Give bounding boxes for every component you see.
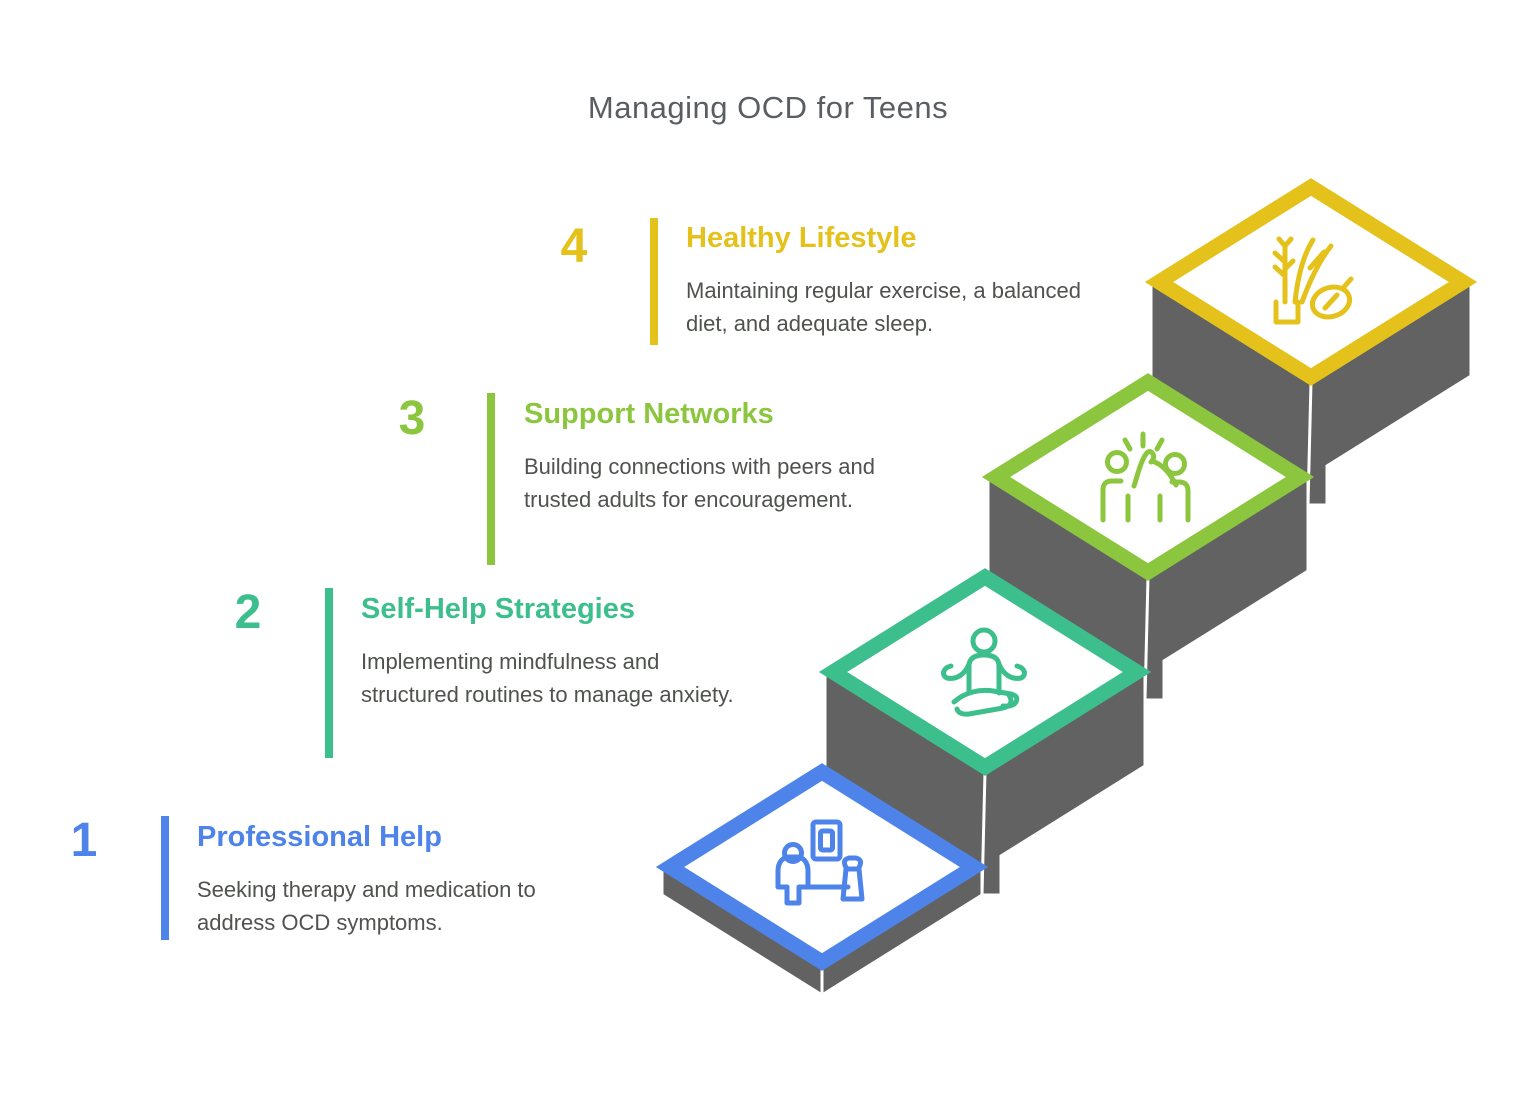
page-title: Managing OCD for Teens [587, 90, 949, 125]
step-1-description: Seeking therapy and medication to addres… [197, 877, 536, 935]
step-2-accent-bar [325, 588, 333, 758]
step-4-title: Healthy Lifestyle [686, 222, 917, 254]
diamond-border [981, 373, 1315, 581]
step-3-accent-bar [487, 393, 495, 565]
therapy-session-icon [775, 819, 865, 906]
step-1-diamond-tile [655, 763, 989, 971]
diamond-border [818, 568, 1152, 776]
meditation-icon [941, 627, 1027, 717]
step-3-number: 3 [398, 392, 426, 445]
high-five-icon [1100, 431, 1191, 523]
step-1-number: 1 [70, 814, 98, 867]
step-3-text-block: Support Networks Building connections wi… [524, 397, 892, 516]
step-3-title: Support Networks [524, 398, 774, 430]
step-3-description: Building connections with peers and trus… [524, 454, 876, 512]
step-2-description: Implementing mindfulness and structured … [361, 649, 734, 707]
step-2-number: 2 [234, 586, 262, 639]
step-2-diamond-tile [818, 568, 1152, 776]
step-4-description: Maintaining regular exercise, a balanced… [686, 278, 1082, 336]
step-4-diamond-tile [1144, 178, 1478, 386]
plant-and-fruit-icon [1272, 236, 1354, 325]
step-1-text-block: Professional Help Seeking therapy and me… [197, 820, 607, 939]
step-4-number: 4 [560, 220, 588, 273]
step-3-diamond-tile [981, 373, 1315, 581]
step-4-text-block: Healthy Lifestyle Maintaining regular ex… [686, 221, 1091, 340]
step-1-title: Professional Help [197, 821, 442, 853]
diamond-border [655, 763, 989, 971]
step-2-title: Self-Help Strategies [361, 593, 635, 625]
step-4-accent-bar [650, 218, 658, 345]
step-2-text-block: Self-Help Strategies Implementing mindfu… [361, 592, 746, 711]
step-1-accent-bar [161, 816, 169, 940]
